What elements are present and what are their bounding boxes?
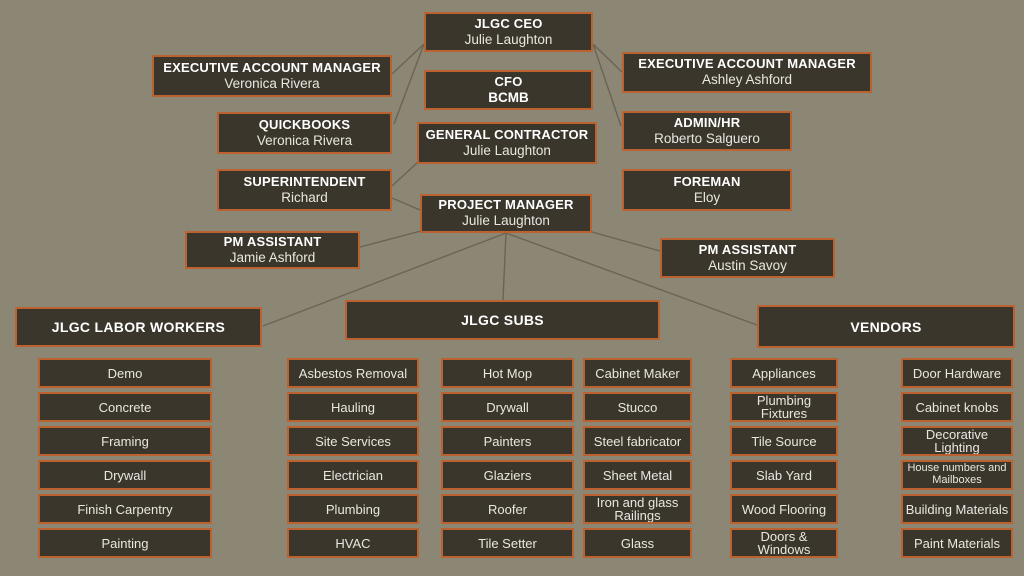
node-person: BCMB: [488, 89, 529, 105]
node-pm-assistant-right: PM ASSISTANT Austin Savoy: [660, 238, 835, 278]
connector-pm-vendors: [505, 232, 758, 326]
node-superintendent: SUPERINTENDENT Richard: [217, 169, 392, 211]
labor-item: Finish Carpentry: [38, 494, 212, 524]
node-title: ADMIN/HR: [673, 114, 741, 130]
subs-item: Hauling: [287, 392, 419, 422]
node-person: Austin Savoy: [708, 257, 787, 273]
connector-superintendent-pm: [391, 197, 421, 211]
vendors-column-1: Appliances Plumbing Fixtures Tile Source…: [730, 358, 838, 558]
subs-item: Asbestos Removal: [287, 358, 419, 388]
vendor-item: Cabinet knobs: [901, 392, 1013, 422]
header-jlgc-labor-workers: JLGC LABOR WORKERS: [15, 307, 262, 347]
connector-pm-labor: [262, 232, 507, 327]
node-title: GENERAL CONTRACTOR: [425, 126, 589, 142]
vendor-item: Decorative Lighting: [901, 426, 1013, 456]
node-title: FOREMAN: [673, 173, 741, 189]
subs-item: Drywall: [441, 392, 574, 422]
vendor-item: Tile Source: [730, 426, 838, 456]
node-cfo: CFO BCMB: [424, 70, 593, 110]
labor-item: Drywall: [38, 460, 212, 490]
node-title: CFO: [494, 73, 523, 89]
node-jlgc-ceo: JLGC CEO Julie Laughton: [424, 12, 593, 52]
node-executive-account-manager-left: EXECUTIVE ACCOUNT MANAGER Veronica River…: [152, 55, 392, 97]
vendor-item: Building Materials: [901, 494, 1013, 524]
vendor-item: Plumbing Fixtures: [730, 392, 838, 422]
subs-column-3: Cabinet Maker Stucco Steel fabricator Sh…: [583, 358, 692, 558]
node-pm-assistant-left: PM ASSISTANT Jamie Ashford: [185, 231, 360, 269]
node-title: PM ASSISTANT: [698, 241, 797, 257]
vendor-item: Paint Materials: [901, 528, 1013, 558]
node-general-contractor: GENERAL CONTRACTOR Julie Laughton: [417, 122, 597, 164]
labor-item: Demo: [38, 358, 212, 388]
node-person: Veronica Rivera: [256, 132, 353, 148]
connector-pm-pma-right: [591, 231, 661, 252]
node-admin-hr: ADMIN/HR Roberto Salguero: [622, 111, 792, 151]
node-title: SUPERINTENDENT: [243, 173, 366, 189]
node-person: Julie Laughton: [463, 142, 551, 158]
node-person: Veronica Rivera: [224, 75, 320, 91]
vendor-item: Door Hardware: [901, 358, 1013, 388]
connector-gc-superintendent: [391, 161, 419, 187]
vendor-item: Wood Flooring: [730, 494, 838, 524]
node-person: Jamie Ashford: [229, 249, 316, 265]
node-title: EXECUTIVE ACCOUNT MANAGER: [638, 56, 856, 72]
labor-column: Demo Concrete Framing Drywall Finish Car…: [38, 358, 212, 558]
labor-item: Painting: [38, 528, 212, 558]
node-foreman: FOREMAN Eloy: [622, 169, 792, 211]
connector-ceo-quickbooks: [393, 43, 425, 125]
connector-pm-subs: [502, 232, 507, 301]
node-title: JLGC CEO: [474, 15, 543, 31]
node-person: Julie Laughton: [464, 31, 553, 47]
subs-item: Painters: [441, 426, 574, 456]
connector-ceo-adminhr: [592, 43, 622, 127]
subs-item: Sheet Metal: [583, 460, 692, 490]
subs-item: Steel fabricator: [583, 426, 692, 456]
node-executive-account-manager-right: EXECUTIVE ACCOUNT MANAGER Ashley Ashford: [622, 52, 872, 93]
node-person: Ashley Ashford: [701, 72, 793, 88]
node-person: Julie Laughton: [462, 213, 550, 229]
subs-item: Stucco: [583, 392, 692, 422]
vendor-item: House numbers and Mailboxes: [901, 460, 1013, 490]
node-title: EXECUTIVE ACCOUNT MANAGER: [163, 59, 381, 75]
vendor-item: Doors & Windows: [730, 528, 838, 558]
node-project-manager: PROJECT MANAGER Julie Laughton: [420, 194, 592, 233]
subs-item: Tile Setter: [441, 528, 574, 558]
connector-ceo-eam-left: [391, 43, 425, 75]
node-person: Eloy: [693, 189, 721, 205]
vendor-item: Slab Yard: [730, 460, 838, 490]
subs-item: Hot Mop: [441, 358, 574, 388]
node-quickbooks: QUICKBOOKS Veronica Rivera: [217, 112, 392, 154]
vendor-item: Appliances: [730, 358, 838, 388]
header-vendors: VENDORS: [757, 305, 1015, 348]
subs-item: Site Services: [287, 426, 419, 456]
subs-item: Glass: [583, 528, 692, 558]
subs-item: Plumbing: [287, 494, 419, 524]
connector-ceo-eam-right: [592, 43, 623, 73]
vendors-column-2: Door Hardware Cabinet knobs Decorative L…: [901, 358, 1013, 558]
subs-item: Cabinet Maker: [583, 358, 692, 388]
node-title: PROJECT MANAGER: [438, 197, 574, 213]
subs-item: Roofer: [441, 494, 574, 524]
labor-item: Framing: [38, 426, 212, 456]
subs-column-2: Hot Mop Drywall Painters Glaziers Roofer…: [441, 358, 574, 558]
connector-pm-pma-left: [359, 230, 422, 248]
subs-item: HVAC: [287, 528, 419, 558]
subs-column-1: Asbestos Removal Hauling Site Services E…: [287, 358, 419, 558]
node-title: QUICKBOOKS: [258, 116, 351, 132]
header-jlgc-subs: JLGC SUBS: [345, 300, 660, 340]
labor-item: Concrete: [38, 392, 212, 422]
node-person: Roberto Salguero: [654, 130, 760, 146]
subs-item: Glaziers: [441, 460, 574, 490]
node-title: PM ASSISTANT: [223, 233, 322, 249]
subs-item: Electrician: [287, 460, 419, 490]
node-person: Richard: [281, 189, 328, 205]
subs-item: Iron and glass Railings: [583, 494, 692, 524]
